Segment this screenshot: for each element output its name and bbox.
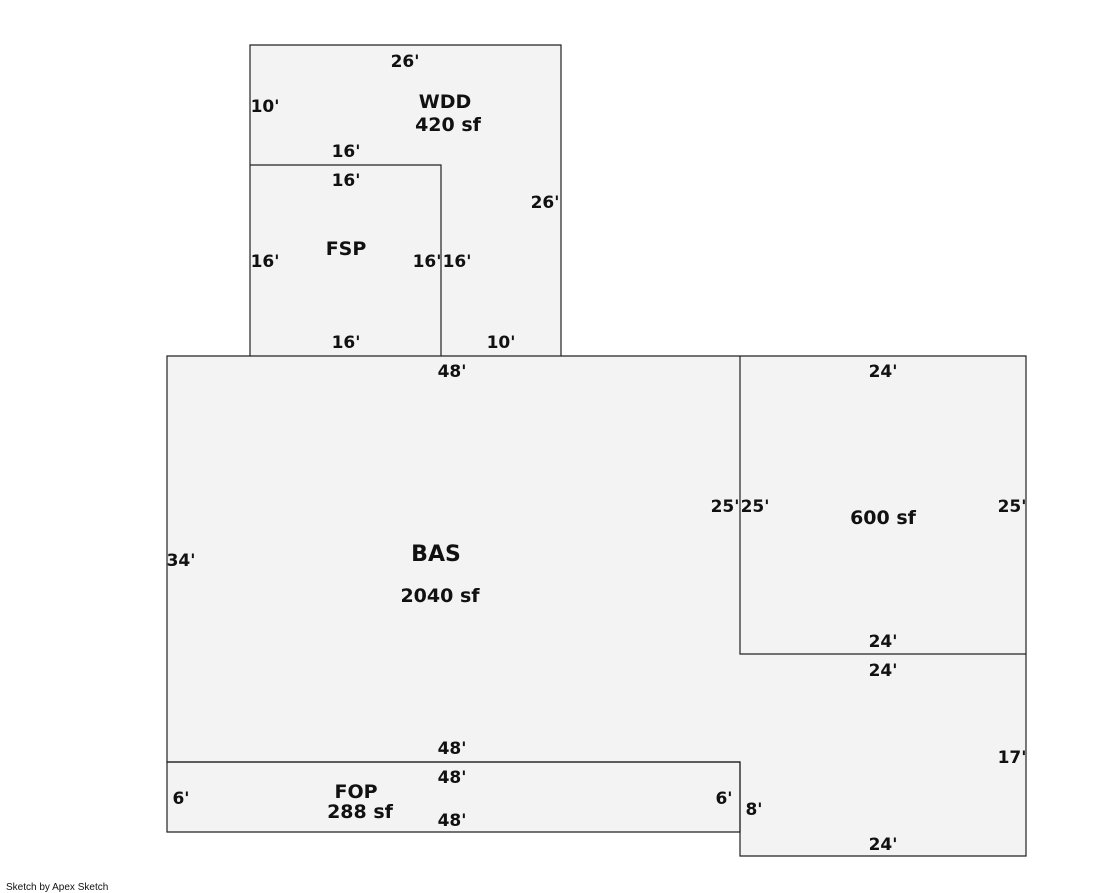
dim-label: 25' xyxy=(711,497,740,517)
bas-code-label: BAS xyxy=(411,542,461,567)
dim-label: 24' xyxy=(869,835,898,855)
dim-label: 16' xyxy=(413,252,442,272)
dim-label: 6' xyxy=(172,789,189,809)
fsp-outline xyxy=(250,164,442,356)
garage-outline xyxy=(739,356,1026,655)
wdd-area-label: 420 sf xyxy=(415,114,482,136)
floor-plan-fill xyxy=(167,45,1026,856)
dim-label: 16' xyxy=(251,252,280,272)
dim-label: 26' xyxy=(531,193,560,213)
dim-label: 24' xyxy=(869,661,898,681)
dim-label: 16' xyxy=(332,142,361,162)
dim-label: 10' xyxy=(251,97,280,117)
dim-label: 10' xyxy=(487,333,516,353)
garage-area-label: 600 sf xyxy=(850,507,917,529)
dim-label: 26' xyxy=(391,52,420,72)
fop-area-label: 288 sf xyxy=(327,801,394,823)
dim-label: 8' xyxy=(745,800,762,820)
dim-label: 16' xyxy=(443,252,472,272)
dim-label: 6' xyxy=(715,789,732,809)
wdd-outline xyxy=(249,44,562,356)
bas-area-label: 2040 sf xyxy=(400,585,480,607)
wdd-code-label: WDD xyxy=(419,91,472,113)
dim-label: 48' xyxy=(438,768,467,788)
fsp-code-label: FSP xyxy=(326,238,367,260)
dim-label: 25' xyxy=(741,497,770,517)
sketch-credit: Sketch by Apex Sketch xyxy=(6,882,108,893)
dim-label: 25' xyxy=(998,497,1027,517)
dim-label: 24' xyxy=(869,632,898,652)
dim-label: 34' xyxy=(167,551,196,571)
fop-code-label: FOP xyxy=(334,781,377,803)
dim-label: 24' xyxy=(869,362,898,382)
dim-label: 48' xyxy=(438,362,467,382)
dim-label: 16' xyxy=(332,171,361,191)
fop-outline xyxy=(166,761,741,833)
dim-label: 48' xyxy=(438,739,467,759)
dim-label: 16' xyxy=(332,333,361,353)
dim-label: 17' xyxy=(998,748,1027,768)
dim-label: 48' xyxy=(438,811,467,831)
